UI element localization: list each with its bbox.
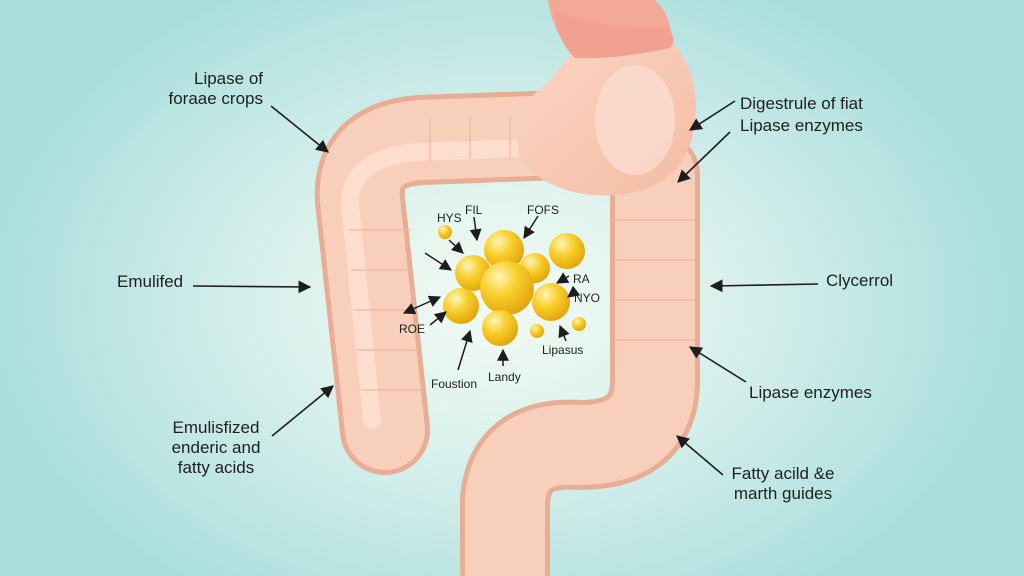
label-lipase-of-foods: Lipase of foraae crops xyxy=(168,69,264,108)
label-glycerol: Clycerrol xyxy=(826,271,894,290)
label-arrows xyxy=(192,100,819,476)
fat-droplet xyxy=(438,225,452,239)
arrow-foustion xyxy=(457,329,473,371)
label-fatty-acid-guides: Fatty acild &e marth guides xyxy=(731,464,835,503)
stomach-highlight xyxy=(595,65,675,175)
stomach xyxy=(517,0,696,196)
droplet-label-hys: HYS xyxy=(437,211,462,225)
label-lipase-enzymes-right: Lipase enzymes xyxy=(749,383,872,402)
label-digestrule: Digestrule of fiat xyxy=(740,94,863,113)
droplet-label-landy: Landy xyxy=(488,370,521,384)
arrow-emulsified xyxy=(271,385,334,437)
droplet-label-fil: FIL xyxy=(465,203,483,217)
fat-droplet xyxy=(532,283,570,321)
arrow-hys xyxy=(448,239,464,254)
droplet-label-foustion: Foustion xyxy=(431,377,478,391)
droplet-label-nyo: NYO xyxy=(574,291,601,305)
intestine xyxy=(314,90,700,576)
arrow-glycerol xyxy=(709,279,819,293)
arrow-left-top xyxy=(424,252,453,271)
droplet-label-ra: RA xyxy=(573,272,590,286)
stomach-top-color xyxy=(555,10,674,59)
label-emulsified-enderic: Emulisfized enderic and fatty acids xyxy=(171,418,261,477)
intestine-fold-lines xyxy=(349,117,696,391)
fat-droplet xyxy=(482,310,518,346)
fat-droplet xyxy=(549,233,585,269)
arrow-fatty-acid xyxy=(676,435,724,476)
arrow-roe xyxy=(429,311,447,326)
label-emulifed: Emulifed xyxy=(117,272,184,291)
fat-droplet xyxy=(484,230,524,270)
droplet-label-lipasus: Lipasus xyxy=(542,343,584,357)
arrow-ra xyxy=(555,272,570,284)
fat-droplet xyxy=(480,261,534,315)
arrow-lipasus xyxy=(558,324,570,342)
fat-droplet xyxy=(443,288,479,324)
fat-droplet xyxy=(530,324,544,338)
fat-droplet xyxy=(572,317,586,331)
arrow-digestrule xyxy=(688,100,736,131)
arrow-lipase-right xyxy=(688,346,747,383)
droplet-label-fofs: FOFS xyxy=(527,203,559,217)
arrow-emulifed xyxy=(192,280,312,294)
arrow-left-bottom xyxy=(402,295,442,315)
arrow-lipase-top xyxy=(677,131,731,183)
arrow-fofs xyxy=(523,215,539,240)
intestine-highlight xyxy=(340,138,564,429)
fat-droplet-cluster xyxy=(438,225,586,346)
arrow-fil xyxy=(469,216,482,242)
arrow-lipase-of-foods xyxy=(270,105,329,153)
droplet-arrows xyxy=(402,215,581,371)
arrow-nyo xyxy=(567,285,581,298)
droplet-label-roe: ROE xyxy=(399,322,426,336)
label-lipase-enzymes-top: Lipase enzymes xyxy=(740,116,863,135)
